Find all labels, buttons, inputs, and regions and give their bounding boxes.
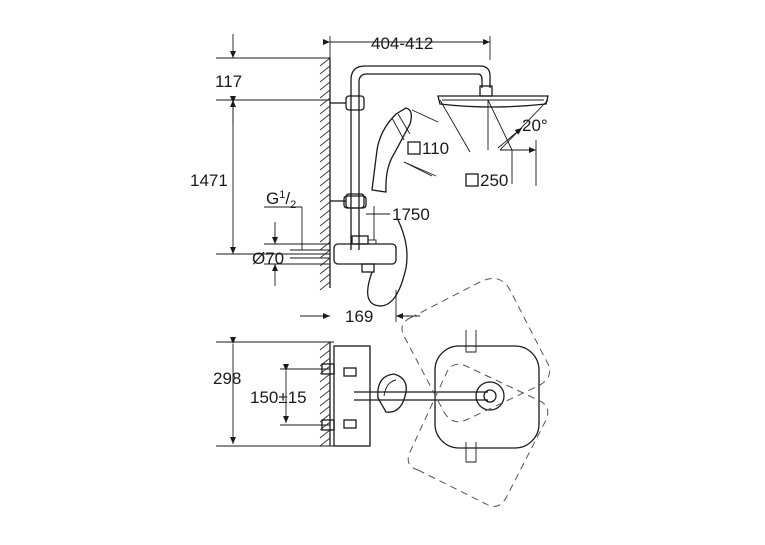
hatch-line <box>319 73 331 83</box>
hatch-line <box>319 281 331 291</box>
dim-plan-depth: 298 <box>213 369 241 388</box>
hatch-line <box>319 209 331 219</box>
hatch-line <box>319 65 331 75</box>
hatch-line <box>319 397 331 407</box>
dim-tilt: 20° <box>522 116 548 135</box>
slider-holder <box>343 195 367 209</box>
dim-handshower: 110 <box>422 139 449 158</box>
head-angle-lines <box>403 99 549 177</box>
hatch-line <box>319 145 331 155</box>
hand-shower <box>371 107 412 193</box>
hatch-line <box>319 225 331 235</box>
hatch-line <box>319 193 331 203</box>
hatch-line <box>319 137 331 147</box>
hatch-line <box>319 241 331 251</box>
hatch-line <box>319 169 331 179</box>
hatch-line <box>319 121 331 131</box>
swivel-dash-lower <box>407 363 549 507</box>
hatch-line <box>319 341 331 351</box>
hatch-line <box>319 161 331 171</box>
dim-thread-den: 2 <box>290 199 296 211</box>
dim-headshower: 250 <box>480 171 508 190</box>
wall-hatching-front <box>319 57 331 291</box>
dimension-lines-plan <box>216 337 334 447</box>
dim-depth: 169 <box>345 307 373 326</box>
head-shower-side <box>437 85 549 108</box>
hatch-line <box>319 89 331 99</box>
dim-width-top: 404-412 <box>371 34 433 53</box>
dimension-lines-front <box>216 34 537 322</box>
hatch-line <box>319 373 331 383</box>
plan-view <box>319 277 551 507</box>
dim-connection-spacing: 150±15 <box>250 388 307 407</box>
shower-hose <box>367 219 408 307</box>
dim-height-main: 1471 <box>190 171 228 190</box>
riser-pipe <box>330 65 491 250</box>
dim-height-top: 117 <box>215 72 242 91</box>
swivel-dash-upper <box>401 277 551 423</box>
hatch-line <box>319 177 331 187</box>
hatch-line <box>319 437 331 447</box>
hatch-line <box>319 113 331 123</box>
dim-height-lower: 1750 <box>392 205 430 224</box>
dim-thread-slash: / <box>285 189 290 208</box>
hatch-line <box>319 233 331 243</box>
hatch-line <box>319 389 331 399</box>
hatch-line <box>319 185 331 195</box>
dim-thread: G1/2 <box>266 189 296 211</box>
hatch-line <box>319 97 331 107</box>
hatch-line <box>319 105 331 115</box>
hatch-line <box>319 153 331 163</box>
dim-thread-label: G <box>266 189 279 208</box>
hatch-line <box>319 201 331 211</box>
square-symbol-handshower <box>407 141 421 155</box>
hatch-line <box>319 381 331 391</box>
hatch-line <box>319 81 331 91</box>
thermostat-body <box>333 235 397 273</box>
hatch-line <box>319 57 331 67</box>
hatch-line <box>319 273 331 283</box>
dim-diameter: Ø70 <box>252 249 284 268</box>
square-symbol-headshower <box>465 173 479 187</box>
hatch-line <box>319 405 331 415</box>
hatch-line <box>319 265 331 275</box>
hatch-line <box>319 217 331 227</box>
head-shower-plan <box>434 345 540 449</box>
hatch-line <box>319 349 331 359</box>
dim-thread-num: 1 <box>279 189 285 201</box>
hatch-line <box>319 429 331 439</box>
front-view <box>319 57 549 307</box>
hatch-line <box>319 257 331 267</box>
hatch-line <box>319 129 331 139</box>
